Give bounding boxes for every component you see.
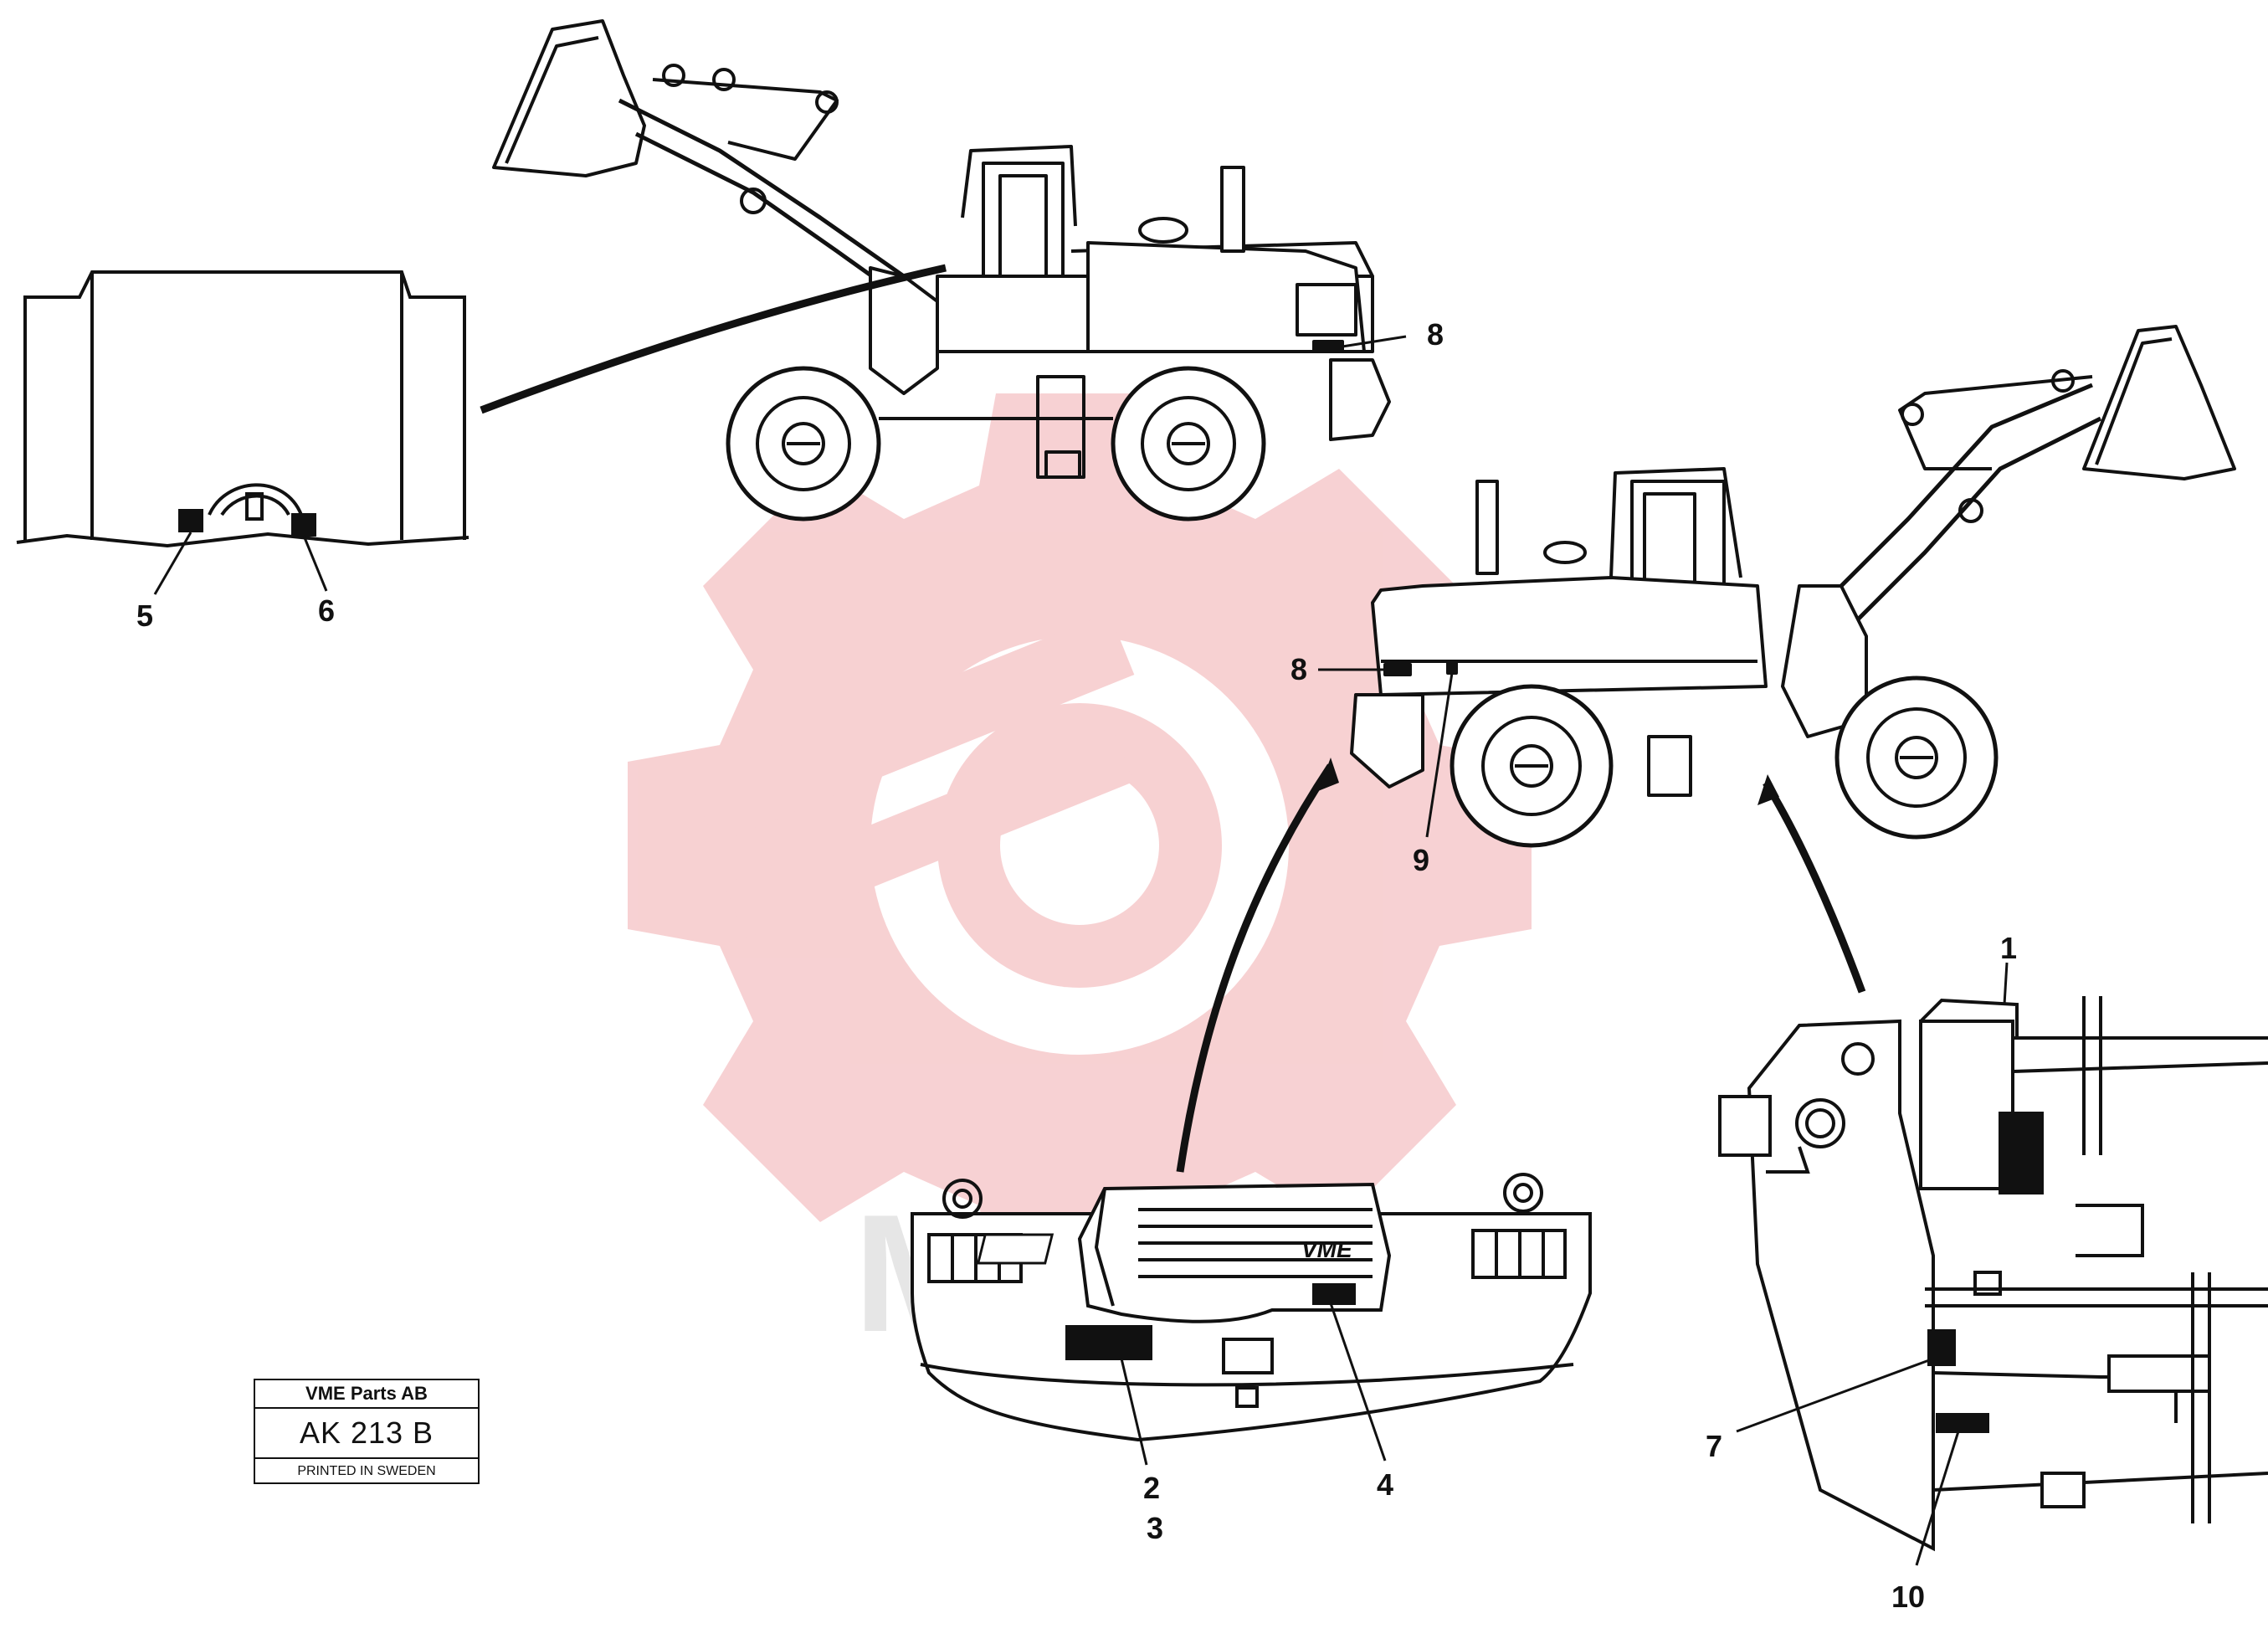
callout-3: 3 xyxy=(1147,1511,1163,1545)
leader-9 xyxy=(1425,672,1454,838)
rear-frame-detail xyxy=(1718,962,2268,1566)
company-name: VME Parts AB xyxy=(255,1380,478,1409)
loader-side-view-left xyxy=(492,19,1391,521)
callout-5: 5 xyxy=(136,599,153,633)
vme-emblem: VME xyxy=(976,1233,1353,1265)
callout-8-upper: 8 xyxy=(1427,317,1444,352)
callout-7: 7 xyxy=(1706,1429,1722,1463)
callout-9: 9 xyxy=(1413,843,1429,877)
arrow-to-counterweight-detail xyxy=(1176,763,1334,1173)
title-block: VME Parts AB AK 213 B PRINTED IN SWEDEN xyxy=(254,1379,480,1484)
counterweight-detail xyxy=(911,1173,1592,1466)
arrow-to-frame-detail xyxy=(1763,780,1866,994)
drawing-code: AK 213 B xyxy=(255,1409,478,1459)
vme-emblem-text: VME xyxy=(1301,1236,1353,1262)
callout-4: 4 xyxy=(1377,1467,1393,1502)
watermark-gear-icon xyxy=(628,393,1532,1297)
frame-bracket-detail xyxy=(16,270,470,595)
callout-10: 10 xyxy=(1891,1580,1925,1614)
printed-notice: PRINTED IN SWEDEN xyxy=(297,1464,436,1478)
leader-8-upper xyxy=(1342,335,1407,348)
callout-2: 2 xyxy=(1143,1471,1160,1505)
loader-side-view-right xyxy=(1350,325,2236,848)
callout-1: 1 xyxy=(2000,931,2017,965)
callout-8-lower: 8 xyxy=(1291,652,1307,686)
callout-6: 6 xyxy=(318,593,335,628)
arrow-to-front-detail xyxy=(480,264,947,414)
